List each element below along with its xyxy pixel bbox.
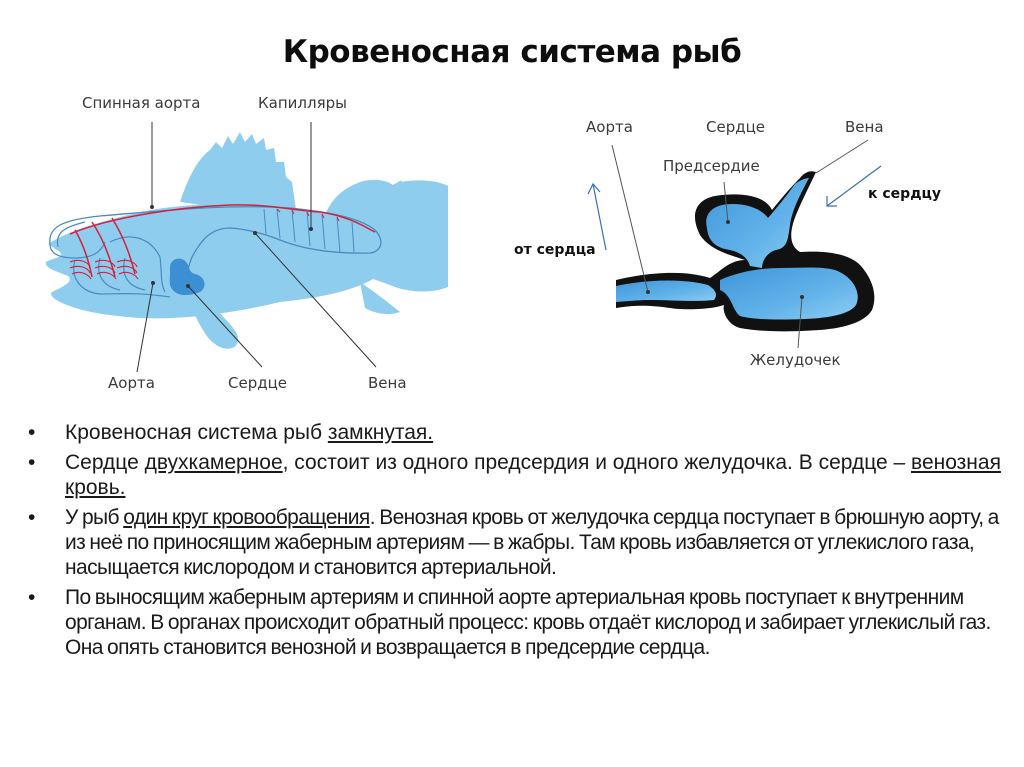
label-to-heart: к сердцу bbox=[868, 186, 942, 202]
fish-illustration bbox=[45, 122, 448, 373]
label-aorta: Аорта bbox=[586, 118, 633, 136]
label-vein: Вена bbox=[368, 374, 407, 392]
bullet-icon: • bbox=[28, 421, 36, 444]
underlined-text: двухкамерное bbox=[144, 451, 283, 474]
text: Сердце bbox=[65, 451, 145, 474]
bullet-item: • Сердце двухкамерное, состоит из одного… bbox=[28, 450, 1008, 500]
label-atrium: Предсердие bbox=[663, 157, 760, 175]
text: У рыб bbox=[65, 506, 124, 529]
label-capillaries: Капилляры bbox=[258, 94, 347, 112]
text: , состоит из одного предсердия и одного … bbox=[282, 451, 912, 474]
underlined-text: замкнутая. bbox=[327, 421, 434, 444]
underlined-text: один круг кровообращения bbox=[123, 506, 370, 529]
bullet-item: • У рыб один круг кровообращения. Венозн… bbox=[28, 505, 1008, 580]
text: По выносящим жаберным артериям и спинной… bbox=[65, 586, 991, 659]
bullet-item: • Кровеносная система рыб замкнутая. bbox=[28, 420, 1008, 445]
underlined-text: венозная кровь. bbox=[65, 451, 1001, 499]
bullet-icon: • bbox=[28, 451, 36, 474]
slide-title: Кровеносная система рыб bbox=[282, 34, 742, 70]
text: . Венозная кровь от желудочка сердца пос… bbox=[65, 506, 999, 579]
label-dorsal-aorta: Спинная аорта bbox=[82, 94, 201, 112]
bullet-list: • Кровеносная система рыб замкнутая. • С… bbox=[28, 420, 1008, 665]
bullet-icon: • bbox=[28, 586, 35, 609]
label-vein: Вена bbox=[845, 118, 884, 136]
heart-illustration bbox=[587, 139, 882, 349]
label-heart: Сердце bbox=[706, 118, 766, 136]
fish-heart-diagram: Аорта Сердце Вена Предсердие Желудочек о… bbox=[500, 100, 980, 400]
fish-circulation-diagram: Спинная аорта Капилляры Аорта Сердце Вен… bbox=[30, 82, 450, 412]
text: Кровеносная система рыб bbox=[65, 421, 328, 444]
label-ventricle: Желудочек bbox=[750, 351, 841, 369]
label-heart: Сердце bbox=[228, 374, 288, 392]
bullet-item: • По выносящим жаберным артериям и спинн… bbox=[28, 585, 1008, 660]
bullet-icon: • bbox=[28, 506, 35, 529]
label-aorta: Аорта bbox=[108, 374, 155, 392]
label-from-heart: от сердца bbox=[514, 242, 596, 258]
